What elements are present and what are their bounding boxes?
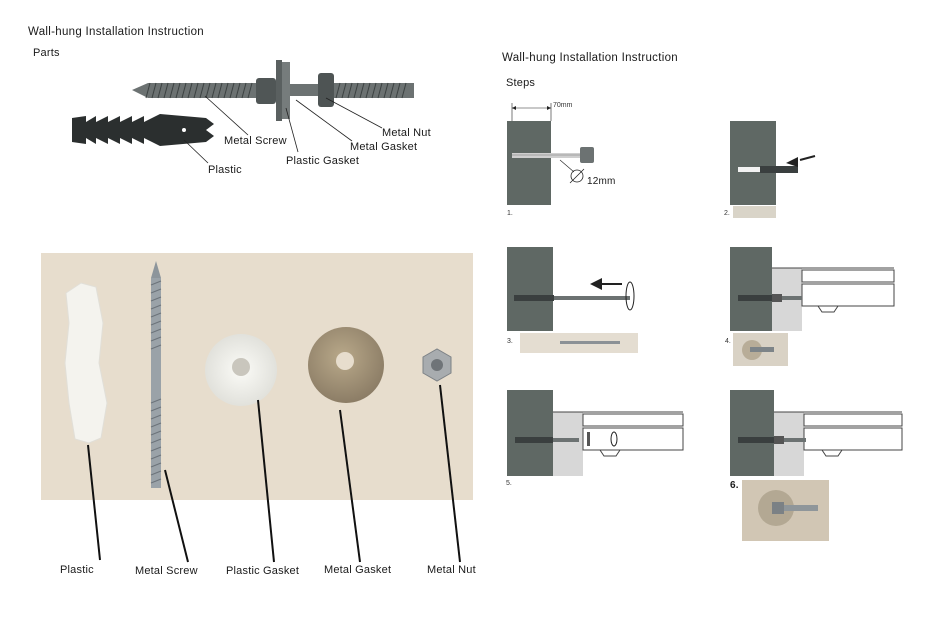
label-plastic-gasket: Plastic Gasket [286, 155, 360, 167]
step-2-number: 2. [724, 210, 730, 217]
left-title: Wall-hung Installation Instruction [28, 26, 204, 38]
step-1-depth-label: 70mm [553, 102, 573, 109]
step-5-diagram [507, 390, 684, 476]
step-6-diagram [730, 390, 903, 541]
screw-drawing [132, 60, 414, 121]
parts-photo [41, 253, 473, 500]
right-title: Wall-hung Installation Instruction [502, 52, 678, 64]
step-2-diagram [730, 121, 816, 218]
step-1-number: 1. [507, 210, 513, 217]
photo-label-metal-gasket: Metal Gasket [324, 564, 392, 576]
label-metal-screw: Metal Screw [224, 135, 287, 147]
label-metal-nut: Metal Nut [382, 127, 431, 139]
photo-label-metal-screw: Metal Screw [135, 565, 198, 577]
step-3-diagram [507, 247, 638, 353]
step-4-diagram [730, 247, 895, 366]
photo-label-plastic-gasket: Plastic Gasket [226, 565, 300, 577]
label-plastic: Plastic [208, 164, 242, 176]
step-1-diagram [507, 103, 594, 205]
step-4-number: 4. [725, 338, 731, 345]
photo-label-metal-nut: Metal Nut [427, 564, 476, 576]
label-metal-gasket: Metal Gasket [350, 141, 418, 153]
parts-heading: Parts [33, 47, 60, 59]
plastic-anchor-drawing [72, 114, 214, 146]
steps-heading: Steps [506, 77, 536, 89]
photo-label-plastic: Plastic [60, 564, 94, 576]
step-5-number: 5. [506, 480, 512, 487]
step-1-diameter-label: 12mm [587, 176, 616, 187]
step-3-number: 3. [507, 338, 513, 345]
step-6-number: 6. [730, 480, 739, 491]
